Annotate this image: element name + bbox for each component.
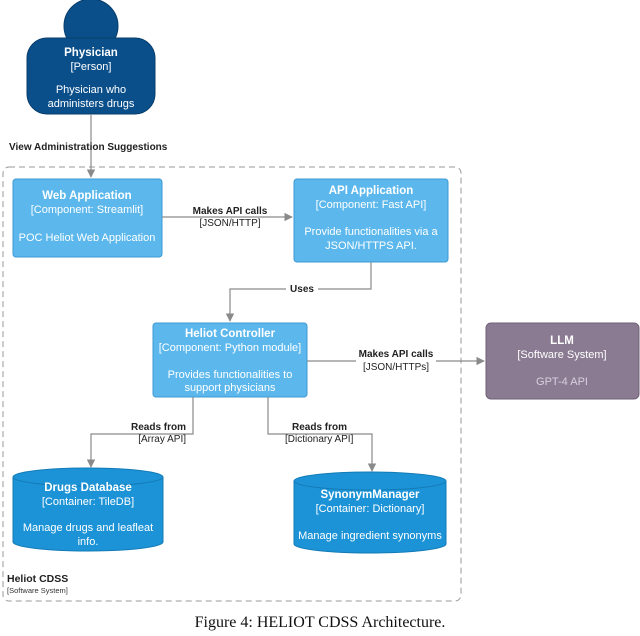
edge-reads-array-tech: [Array API] [138,434,186,445]
llm-software-system[interactable]: LLM [Software System] GPT-4 API [485,322,640,400]
controller-name: Heliot Controller [185,328,276,340]
figure-caption: Figure 4: HELIOT CDSS Architecture. [194,614,446,631]
api-application-component[interactable]: API Application [Component: Fast API] Pr… [293,178,449,263]
person-type: [Person] [71,61,112,73]
edge-uses: Uses [225,262,372,322]
llm-description: GPT-4 API [536,376,588,388]
edge-web-to-api: Makes API calls [JSON/HTTP] [162,206,293,229]
drugs-db-type: [Container: TileDB] [42,496,134,508]
edge-uses-label: Uses [290,284,314,295]
edge-reads-dict-label: Reads from [292,422,347,433]
web-app-name: Web Application [42,190,131,202]
edge-web-to-api-tech: [JSON/HTTP] [199,218,260,229]
drugs-db-description-line1: Manage drugs and leafleat [23,522,153,534]
person-name: Physician [64,47,118,59]
architecture-diagram: Heliot CDSS [Software System] Physician … [2,0,640,602]
drugs-db-name: Drugs Database [44,482,132,494]
web-app-description: POC Heliot Web Application [19,232,156,244]
edge-ctrl-to-llm: Makes API calls [JSON/HTTPs] [307,347,485,373]
edge-ctrl-to-llm-label: Makes API calls [359,349,434,360]
api-app-name: API Application [329,185,414,197]
api-app-type: [Component: Fast API] [316,199,427,211]
synonym-manager-container[interactable]: SynonymManager [Container: Dictionary] M… [293,471,447,554]
llm-name: LLM [550,335,574,347]
heliot-cdss-boundary: Heliot CDSS [Software System] [2,166,462,602]
person-description-line2: administers drugs [48,98,135,110]
edge-reads-dict: Reads from [Dictionary API] [267,397,377,472]
synonym-description: Manage ingredient synonyms [298,530,442,542]
database-cylinder-icon [12,467,164,487]
web-application-component[interactable]: Web Application [Component: Streamlit] P… [12,178,163,258]
edge-web-to-api-label: Makes API calls [193,206,268,217]
api-app-description-line1: Provide functionalities via a [304,226,438,238]
synonym-name: SynonymManager [320,489,420,501]
llm-type: [Software System] [517,349,606,361]
web-app-type: [Component: Streamlit] [31,204,144,216]
controller-type: [Component: Python module] [159,342,301,354]
physician-person[interactable]: Physician [Person] Physician who adminis… [26,0,156,115]
boundary-type: [Software System] [7,586,68,595]
synonym-type: [Container: Dictionary] [316,503,425,515]
controller-description-line2: support physicians [184,382,276,394]
drugs-db-description-line2: info. [78,536,99,548]
boundary-name: Heliot CDSS [7,573,68,585]
api-app-description-line2: JSON/HTTPS API. [325,240,417,252]
heliot-controller-component[interactable]: Heliot Controller [Component: Python mod… [152,322,308,398]
drugs-database-container[interactable]: Drugs Database [Container: TileDB] Manag… [12,467,164,552]
edge-view-suggestions-label: View Administration Suggestions [9,142,168,153]
controller-description-line1: Provides functionalities to [168,369,293,381]
dictionary-cylinder-icon [293,471,447,491]
person-description-line1: Physician who [56,84,126,96]
edge-reads-dict-tech: [Dictionary API] [285,434,354,445]
edge-ctrl-to-llm-tech: [JSON/HTTPs] [363,362,429,373]
edge-reads-array-label: Reads from [131,422,186,433]
edge-view-suggestions: View Administration Suggestions [9,114,168,178]
edge-reads-array: Reads from [Array API] [86,397,194,468]
